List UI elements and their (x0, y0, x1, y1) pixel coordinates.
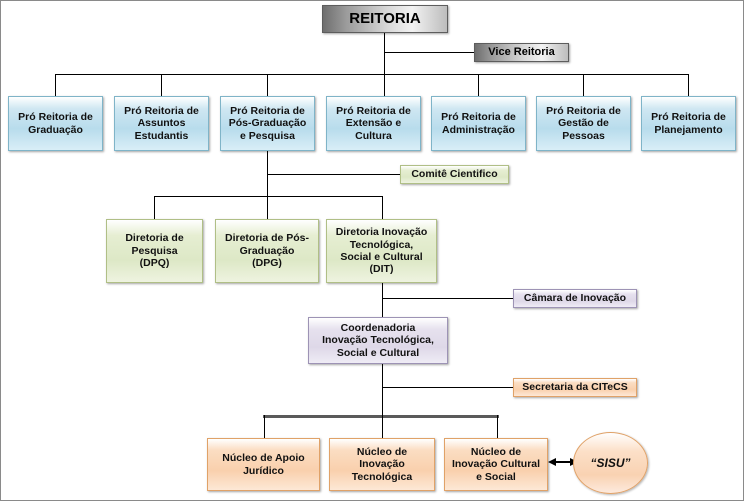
node-sisu[interactable]: “SISU” (573, 432, 648, 494)
connector-to-comite-cientifico (267, 174, 400, 175)
node-pro-reitoria-extensao-cultura[interactable]: Pró Reitoria de Extensão e Cultura (326, 96, 421, 151)
connector-drop-pro-5 (478, 74, 479, 96)
node-diretoria-pos-graduacao[interactable]: Diretoria de Pós- Graduação (DPG) (215, 219, 319, 283)
connector-nucleo-bus (263, 415, 499, 418)
node-pro-reitoria-assuntos-estudantis[interactable]: Pró Reitoria de Assuntos Estudantis (114, 96, 209, 151)
connector-reitoria-to-vice (384, 52, 474, 53)
node-pro-reitoria-administracao[interactable]: Pró Reitoria de Administração (431, 96, 526, 151)
connector-drop-pro-3 (267, 74, 268, 96)
node-pro-reitoria-gestao-pessoas[interactable]: Pró Reitoria de Gestão de Pessoas (536, 96, 631, 151)
connector-drop-diretoria-3 (382, 196, 383, 219)
connector-posgrad-stem (267, 151, 268, 218)
connector-drop-nucleo-3 (497, 415, 498, 438)
connector-drop-diretoria-1 (154, 196, 155, 219)
node-camara-inovacao[interactable]: Câmara de Inovação (513, 289, 637, 308)
node-nucleo-inovacao-cultural-social[interactable]: Núcleo de Inovação Cultural e Social (444, 438, 548, 491)
node-pro-reitoria-graduacao[interactable]: Pró Reitoria de Graduação (8, 96, 103, 151)
node-coordenadoria-citecs[interactable]: Coordenadoria Inovação Tecnológica, Soci… (308, 317, 448, 364)
connector-reitoria-stem (384, 33, 385, 75)
connector-drop-nucleo-2 (382, 415, 383, 438)
node-nucleo-apoio-juridico[interactable]: Núcleo de Apoio Jurídico (207, 438, 320, 491)
connector-to-camara-inovacao (382, 298, 513, 299)
node-reitoria[interactable]: REITORIA (322, 5, 448, 33)
node-comite-cientifico[interactable]: Comitê Cientifico (400, 165, 509, 184)
node-pro-reitoria-pos-graduacao-pesquisa[interactable]: Pró Reitoria de Pós-Graduação e Pesquisa (220, 96, 315, 151)
connector-drop-pro-2 (161, 74, 162, 96)
node-diretoria-pesquisa[interactable]: Diretoria de Pesquisa (DPQ) (106, 219, 203, 283)
connector-drop-diretoria-2 (267, 196, 268, 219)
node-secretaria-citecs[interactable]: Secretaria da CITeCS (513, 378, 637, 397)
node-nucleo-inovacao-tecnologica[interactable]: Núcleo de Inovação Tecnológica (329, 438, 435, 491)
connector-drop-pro-1 (55, 74, 56, 96)
node-pro-reitoria-planejamento[interactable]: Pró Reitoria de Planejamento (641, 96, 736, 151)
connector-coordenadoria-stem (382, 364, 383, 438)
node-vice-reitoria[interactable]: Vice Reitoria (474, 43, 569, 62)
connector-drop-nucleo-1 (264, 415, 265, 438)
connector-drop-pro-6 (583, 74, 584, 96)
connector-drop-pro-7 (688, 74, 689, 96)
connector-pro-reitoria-bus (55, 74, 689, 75)
connector-dit-stem (382, 283, 383, 317)
connector-drop-pro-4 (384, 74, 385, 96)
connector-to-secretaria-citecs (382, 387, 513, 388)
node-diretoria-inovacao-dit[interactable]: Diretoria Inovação Tecnológica, Social e… (326, 219, 437, 283)
connector-diretoria-bus (154, 196, 382, 197)
